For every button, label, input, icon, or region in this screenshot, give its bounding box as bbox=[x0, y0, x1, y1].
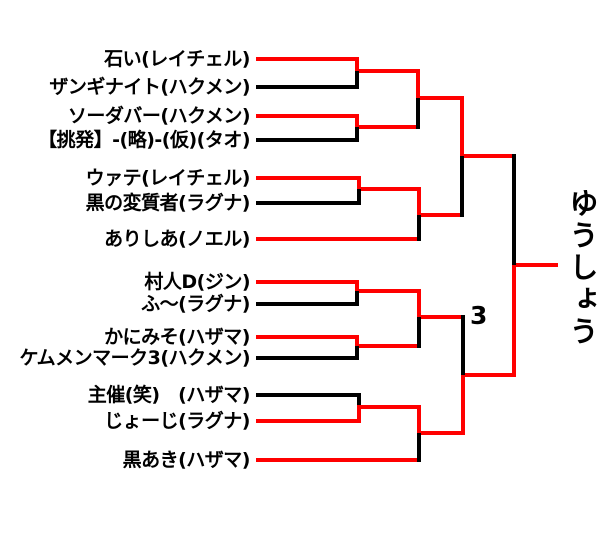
bracket-line bbox=[256, 280, 359, 284]
bracket-line bbox=[460, 96, 464, 158]
bracket-line bbox=[417, 317, 421, 348]
bracket-line bbox=[417, 289, 421, 319]
bracket-line bbox=[357, 189, 361, 205]
champion-title: ゆうしょう bbox=[565, 188, 599, 348]
entrant-label: ウァテ(レイチェル) bbox=[85, 167, 251, 189]
entrant-label: 石い(レイチェル) bbox=[104, 48, 250, 70]
bracket-line bbox=[416, 69, 420, 100]
bracket-line bbox=[416, 96, 464, 100]
entrant-label: 黒あき(ハザマ) bbox=[122, 449, 251, 471]
bracket-line bbox=[460, 156, 464, 217]
bracket-line bbox=[417, 215, 421, 241]
bracket-line bbox=[461, 315, 465, 377]
bracket-line bbox=[256, 85, 359, 89]
bracket-line bbox=[355, 71, 359, 89]
entrant-label: 【挑発】-(略)-(仮)(タオ) bbox=[38, 129, 250, 151]
bracket-line bbox=[355, 125, 420, 129]
bracket-line bbox=[256, 419, 361, 423]
bracket-line bbox=[417, 433, 421, 462]
bracket-line bbox=[355, 69, 420, 73]
bracket-line bbox=[417, 213, 464, 217]
bracket-line bbox=[256, 356, 359, 360]
bracket-line bbox=[256, 335, 359, 339]
bracket-line bbox=[355, 344, 421, 348]
entrant-label: ザンギナイト(ハクメン) bbox=[49, 76, 250, 98]
bracket-line bbox=[355, 346, 359, 360]
bracket-line bbox=[416, 98, 420, 129]
bracket-line bbox=[461, 373, 516, 377]
bracket-line bbox=[357, 405, 361, 423]
bracket-line bbox=[417, 405, 421, 435]
bracket-line bbox=[256, 57, 359, 61]
bracket-line bbox=[256, 237, 421, 241]
entrant-label: ありしあ(ノエル) bbox=[104, 228, 250, 250]
bracket-line bbox=[355, 57, 359, 73]
bracket-line bbox=[256, 201, 361, 205]
bracket-line bbox=[256, 138, 359, 142]
bracket-line bbox=[355, 114, 359, 129]
entrant-label: ソーダバー(ハクメン) bbox=[67, 105, 251, 127]
bracket-line bbox=[417, 187, 421, 217]
entrant-label: かにみそ(ハザマ) bbox=[104, 326, 250, 348]
bracket-line bbox=[256, 302, 359, 306]
bracket-line bbox=[355, 335, 359, 348]
bracket-line bbox=[256, 393, 361, 397]
bracket-line bbox=[355, 280, 359, 293]
entrant-label: じょーじ(ラグナ) bbox=[104, 410, 250, 432]
entrant-label: 村人D(ジン) bbox=[144, 271, 250, 293]
bracket-line bbox=[417, 315, 465, 319]
bracket-line bbox=[512, 154, 516, 267]
bracket-line bbox=[512, 263, 558, 267]
bracket-line bbox=[355, 127, 359, 142]
third-place-marker: 3 bbox=[470, 301, 488, 330]
bracket-line bbox=[256, 176, 361, 180]
bracket-line bbox=[256, 114, 359, 118]
entrant-label: ふ〜(ラグナ) bbox=[141, 293, 250, 315]
bracket-line bbox=[355, 291, 359, 306]
entrant-label: 黒の変質者(ラグナ) bbox=[85, 192, 251, 214]
bracket-line bbox=[357, 176, 361, 191]
bracket-line bbox=[512, 265, 516, 377]
entrant-label: ケムメンマーク3(ハクメン) bbox=[19, 347, 251, 369]
bracket-line bbox=[357, 187, 421, 191]
bracket-line bbox=[357, 393, 361, 407]
bracket-line bbox=[461, 375, 465, 435]
entrant-label: 主催(笑) (ハザマ) bbox=[87, 384, 251, 406]
bracket-line bbox=[417, 431, 465, 435]
bracket-line bbox=[460, 154, 516, 158]
bracket-line bbox=[357, 405, 421, 409]
bracket-line bbox=[355, 289, 421, 293]
bracket-line bbox=[256, 458, 421, 462]
